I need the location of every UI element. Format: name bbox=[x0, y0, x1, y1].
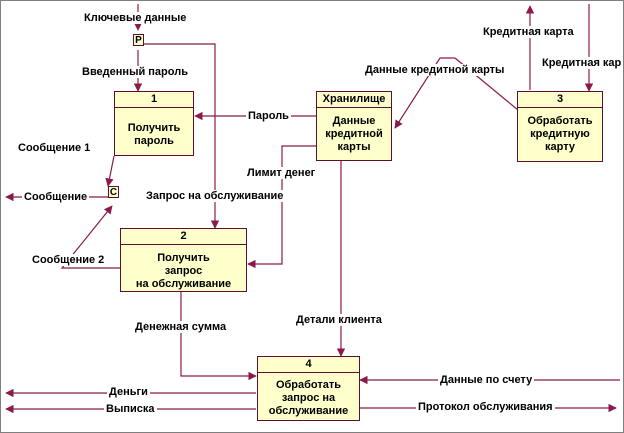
label-service-request: Запрос на обслуживание bbox=[144, 190, 286, 202]
label-message1: Сообщение 1 bbox=[16, 142, 93, 154]
store-header: Хранилище bbox=[317, 92, 391, 108]
process-3-text: Обработать кредитную карту bbox=[527, 115, 593, 153]
process-4-text: Обработать запрос на обслуживание bbox=[268, 379, 349, 417]
label-key-data: Ключевые данные bbox=[82, 12, 189, 24]
label-message: Сообщение bbox=[22, 191, 90, 203]
arrow-cash-amount bbox=[180, 292, 257, 381]
data-store: Хранилище Данные кредитной карты bbox=[316, 91, 392, 161]
process-4-number: 4 bbox=[258, 357, 359, 373]
connector-c: C bbox=[108, 186, 119, 198]
label-credit-card-out: Кредитная карта bbox=[481, 26, 576, 38]
process-4: 4 Обработать запрос на обслуживание bbox=[257, 356, 360, 421]
arrow-card-data bbox=[394, 57, 455, 129]
label-message2: Сообщение 2 bbox=[30, 254, 107, 266]
process-1-number: 1 bbox=[115, 92, 193, 108]
process-1: 1 Получить пароль bbox=[114, 91, 194, 156]
label-service-log: Протокол обслуживания bbox=[416, 401, 555, 413]
label-cash-amount: Денежная сумма bbox=[133, 321, 229, 333]
process-3: 3 Обработать кредитную карту bbox=[517, 91, 603, 162]
arrow-message2 bbox=[60, 205, 120, 269]
connector-p: P bbox=[133, 34, 144, 46]
label-password: Пароль bbox=[246, 110, 291, 122]
store-text: Данные кредитной карты bbox=[325, 115, 383, 153]
arrow-message1 bbox=[105, 155, 115, 187]
process-2-number: 2 bbox=[121, 229, 246, 245]
label-credit-card-in: Кредитная кар bbox=[540, 57, 624, 69]
label-money: Деньги bbox=[107, 386, 150, 398]
label-client-details: Детали клиента bbox=[294, 314, 384, 326]
process-3-number: 3 bbox=[518, 92, 602, 108]
label-entered-password: Введенный пароль bbox=[80, 66, 190, 78]
label-card-data: Данные кредитной карты bbox=[363, 64, 507, 76]
process-2-text: Получить запрос на обслуживание bbox=[135, 252, 232, 290]
process-2: 2 Получить запрос на обслуживание bbox=[120, 228, 247, 292]
arrow-service-request bbox=[144, 43, 220, 229]
process-1-text: Получить пароль bbox=[127, 122, 181, 147]
arrow-money-limit bbox=[247, 145, 318, 269]
label-account-data: Данные по счету bbox=[438, 374, 535, 386]
label-statement: Выписка bbox=[104, 403, 157, 415]
label-money-limit: Лимит денег bbox=[245, 167, 318, 179]
